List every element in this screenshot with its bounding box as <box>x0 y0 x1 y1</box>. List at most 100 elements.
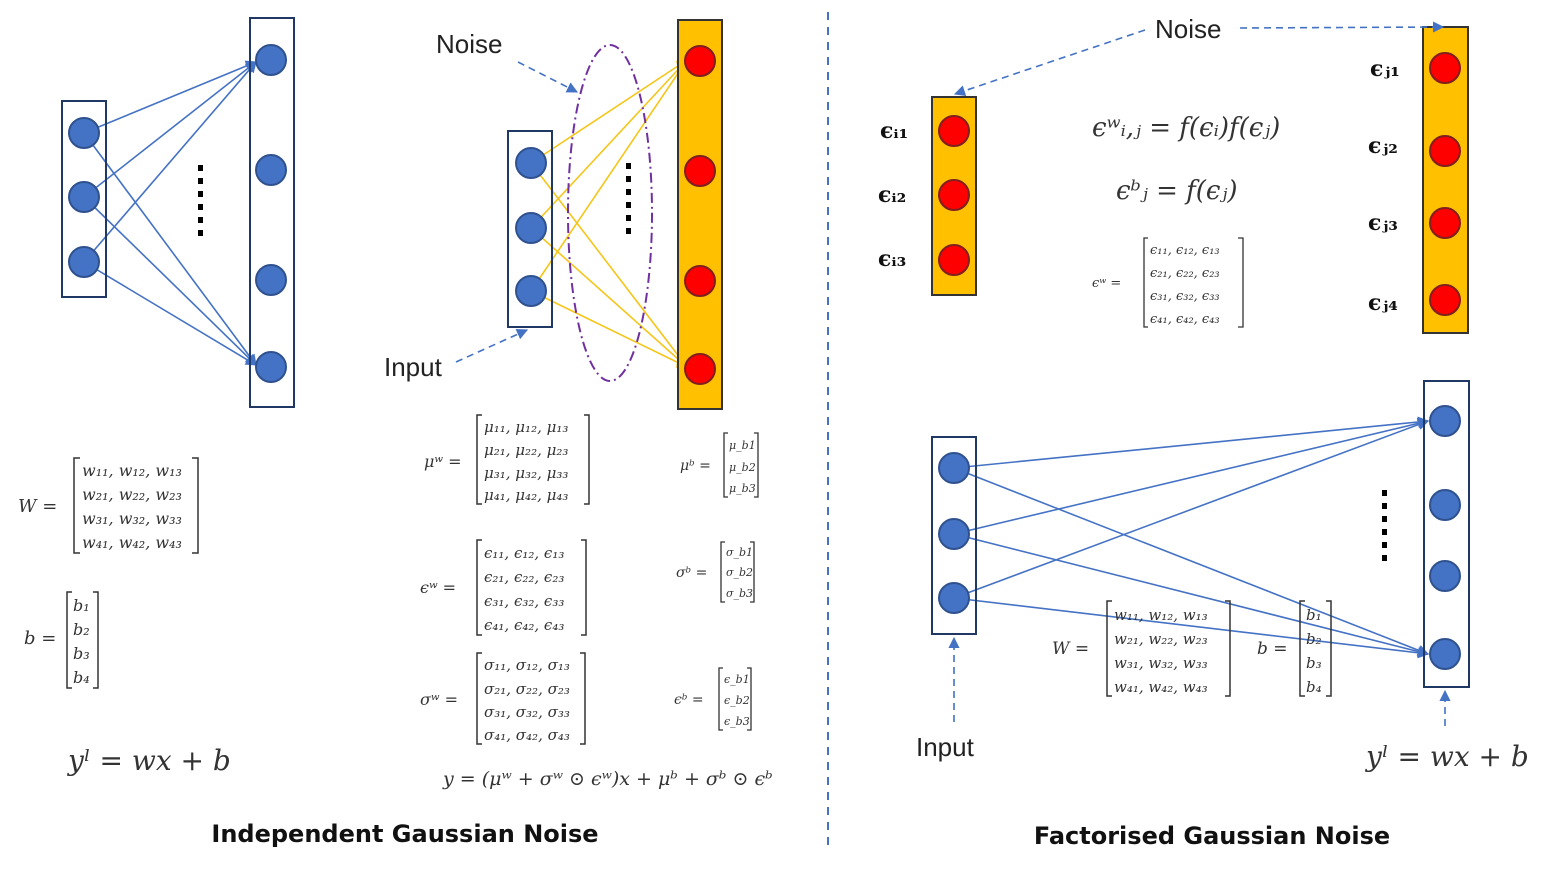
right-ellipsis-dots <box>1382 490 1387 561</box>
eps-j-column: ϵⱼ₁ ϵⱼ₂ ϵⱼ₃ ϵⱼ₄ <box>1368 26 1469 334</box>
right-input-node <box>938 582 970 614</box>
svg-text:ϵ₂₁, ϵ₂₂, ϵ₂₃: ϵ₂₁, ϵ₂₂, ϵ₂₃ <box>1150 266 1220 281</box>
right-input-node <box>938 452 970 484</box>
svg-text:σ₂₁, σ₂₂, σ₂₃: σ₂₁, σ₂₂, σ₂₃ <box>484 680 570 698</box>
svg-text:ϵʷ =: ϵʷ = <box>420 578 456 597</box>
left-output-node <box>255 44 287 76</box>
middle-connections <box>530 59 689 368</box>
input-arrow-left <box>455 329 529 363</box>
svg-text:μ₄₁, μ₄₂, μ₄₃: μ₄₁, μ₄₂, μ₄₃ <box>484 486 568 504</box>
right-connections <box>953 416 1430 659</box>
noise-label-left: Noise <box>436 29 502 59</box>
left-input-node <box>68 117 100 149</box>
svg-text:ϵ₁₁, ϵ₁₂, ϵ₁₃: ϵ₁₁, ϵ₁₂, ϵ₁₃ <box>484 544 564 562</box>
factorised-eq-b: ϵᵇⱼ = f(ϵⱼ) <box>1116 176 1237 206</box>
svg-text:μ₂₁, μ₂₂, μ₂₃: μ₂₁, μ₂₂, μ₂₃ <box>484 441 568 459</box>
eps-j-node <box>1429 135 1461 167</box>
right-output-node <box>1429 638 1461 670</box>
sigma-b-vector: σᵇ = σ_b1 σ_b2 σ_b3 <box>676 541 755 603</box>
svg-text:ϵ₁₁, ϵ₁₂, ϵ₁₃: ϵ₁₁, ϵ₁₂, ϵ₁₃ <box>1150 243 1220 258</box>
middle-output-layer-box <box>677 19 723 410</box>
svg-text:σʷ =: σʷ = <box>420 690 458 709</box>
svg-text:σ₁₁, σ₁₂, σ₁₃: σ₁₁, σ₁₂, σ₁₃ <box>484 656 570 674</box>
svg-text:ϵʷ =: ϵʷ = <box>1092 276 1121 291</box>
svg-text:ϵ_b2: ϵ_b2 <box>724 694 750 707</box>
middle-output-node <box>684 353 716 385</box>
svg-text:b₃: b₃ <box>1306 654 1322 672</box>
svg-text:μ_b1: μ_b1 <box>729 439 756 452</box>
left-network <box>61 17 295 408</box>
eps-w-matrix: ϵʷ = ϵ₁₁, ϵ₁₂, ϵ₁₃ ϵ₂₁, ϵ₂₂, ϵ₂₃ ϵ₃₁, ϵ₃… <box>420 539 587 636</box>
noise-ellipse <box>567 44 653 382</box>
eps-j-node <box>1429 52 1461 84</box>
input-label-right: Input <box>916 732 975 762</box>
mu-b-vector: μᵇ = μ_b1 μ_b2 μ_b3 <box>680 432 759 498</box>
left-ellipsis-dots <box>198 165 203 236</box>
svg-text:ϵ_b3: ϵ_b3 <box>724 715 750 728</box>
eps-i-label: ϵᵢ₁ <box>880 118 908 144</box>
caption-independent: Independent Gaussian Noise <box>211 820 598 848</box>
svg-text:ϵ₄₁, ϵ₄₂, ϵ₄₃: ϵ₄₁, ϵ₄₂, ϵ₄₃ <box>1150 312 1220 327</box>
eps-j-node <box>1429 284 1461 316</box>
noise-arrow-left <box>517 61 578 93</box>
caption-factorised: Factorised Gaussian Noise <box>1034 822 1390 850</box>
svg-text:ϵ₂₁, ϵ₂₂, ϵ₂₃: ϵ₂₁, ϵ₂₂, ϵ₂₃ <box>484 568 564 586</box>
right-W-matrix: W = w₁₁, w₁₂, w₁₃ w₂₁, w₂₂, w₂₃ w₃₁, w₃₂… <box>1052 600 1231 697</box>
eps-i-column: ϵᵢ₁ ϵᵢ₂ ϵᵢ₃ <box>878 96 977 296</box>
middle-equation: y = (μʷ + σʷ ⊙ ϵʷ)x + μᵇ + σᵇ ⊙ ϵᵇ <box>442 768 773 790</box>
svg-text:μ_b2: μ_b2 <box>729 461 756 474</box>
svg-text:ϵ_b1: ϵ_b1 <box>724 673 750 686</box>
left-output-layer-box <box>249 17 295 408</box>
svg-text:w₃₁, w₃₂, w₃₃: w₃₁, w₃₂, w₃₃ <box>82 509 182 528</box>
svg-text:w₄₁, w₄₂, w₄₃: w₄₁, w₄₂, w₄₃ <box>1114 678 1208 696</box>
middle-output-node <box>684 155 716 187</box>
svg-text:ϵ₄₁, ϵ₄₂, ϵ₄₃: ϵ₄₁, ϵ₄₂, ϵ₄₃ <box>484 616 564 634</box>
svg-text:w₁₁, w₁₂, w₁₃: w₁₁, w₁₂, w₁₃ <box>1114 606 1208 624</box>
mu-w-matrix: μʷ = μ₁₁, μ₁₂, μ₁₃ μ₂₁, μ₂₂, μ₂₃ μ₃₁, μ₃… <box>424 414 590 505</box>
left-connections <box>83 60 258 366</box>
svg-text:σ_b3: σ_b3 <box>726 587 753 600</box>
middle-input-node <box>515 147 547 179</box>
right-output-layer-box <box>1423 380 1470 688</box>
svg-text:W =: W = <box>18 496 57 517</box>
eps-i-node <box>938 244 970 276</box>
right-output-node <box>1429 560 1461 592</box>
right-network <box>931 380 1470 688</box>
svg-text:w₁₁, w₁₂, w₁₃: w₁₁, w₁₂, w₁₃ <box>82 461 182 480</box>
noise-arrow-right-right <box>1239 21 1445 33</box>
right-input-layer-box <box>931 436 977 635</box>
svg-text:μ₁₁, μ₁₂, μ₁₃: μ₁₁, μ₁₂, μ₁₃ <box>484 418 568 436</box>
svg-text:b₃: b₃ <box>73 644 90 663</box>
svg-text:w₃₁, w₃₂, w₃₃: w₃₁, w₃₂, w₃₃ <box>1114 654 1208 672</box>
left-input-node <box>68 181 100 213</box>
middle-input-node <box>515 275 547 307</box>
svg-text:σ₃₁, σ₃₂, σ₃₃: σ₃₁, σ₃₂, σ₃₃ <box>484 703 570 721</box>
eps-i-label: ϵᵢ₃ <box>878 246 906 272</box>
svg-text:b₄: b₄ <box>1306 678 1322 696</box>
left-input-node <box>68 246 100 278</box>
svg-text:σ_b2: σ_b2 <box>726 566 753 579</box>
left-output-node <box>255 264 287 296</box>
left-equation: yˡ = wx + b <box>66 744 231 777</box>
eps-j-node <box>1429 207 1461 239</box>
right-equation: yˡ = wx + b <box>1364 740 1529 773</box>
svg-text:σ_b1: σ_b1 <box>726 546 753 559</box>
right-output-node <box>1429 489 1461 521</box>
svg-text:σᵇ =: σᵇ = <box>676 565 707 581</box>
eps-i-label: ϵᵢ₂ <box>878 182 906 208</box>
svg-text:b =: b = <box>1257 639 1288 659</box>
left-output-node <box>255 154 287 186</box>
left-input-layer-box <box>61 100 107 298</box>
svg-text:W =: W = <box>1052 639 1089 659</box>
right-eps-w-matrix: ϵʷ = ϵ₁₁, ϵ₁₂, ϵ₁₃ ϵ₂₁, ϵ₂₂, ϵ₂₃ ϵ₃₁, ϵ₃… <box>1092 237 1244 328</box>
sigma-w-matrix: σʷ = σ₁₁, σ₁₂, σ₁₃ σ₂₁, σ₂₂, σ₂₃ σ₃₁, σ₃… <box>420 652 586 745</box>
svg-text:μ₃₁, μ₃₂, μ₃₃: μ₃₁, μ₃₂, μ₃₃ <box>484 464 568 482</box>
middle-output-node <box>684 45 716 77</box>
svg-text:w₄₁, w₄₂, w₄₃: w₄₁, w₄₂, w₄₃ <box>82 533 182 552</box>
svg-text:w₂₁, w₂₂, w₂₃: w₂₁, w₂₂, w₂₃ <box>1114 630 1208 648</box>
svg-text:b₁: b₁ <box>1306 606 1322 624</box>
svg-text:ϵᵇ =: ϵᵇ = <box>674 692 704 708</box>
middle-output-node <box>684 265 716 297</box>
middle-ellipsis-dots <box>626 163 631 234</box>
